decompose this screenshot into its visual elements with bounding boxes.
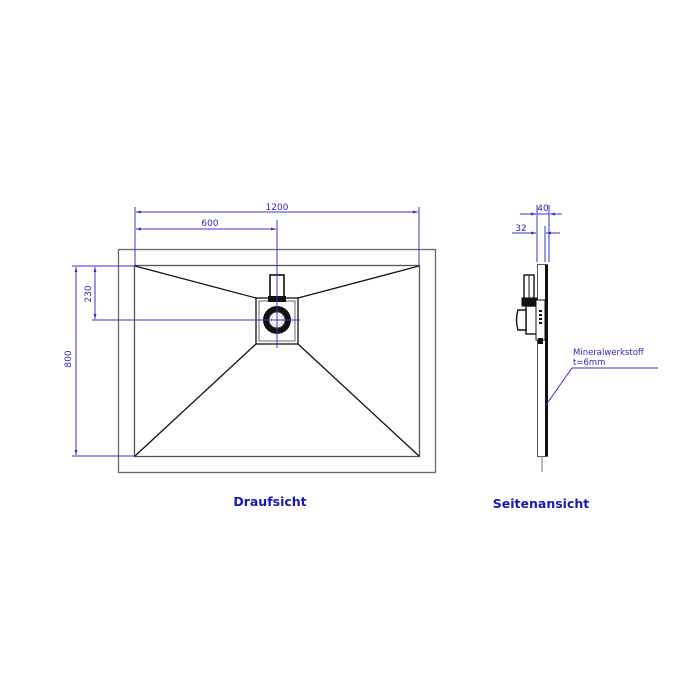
material-note-line2: t=6mm <box>573 358 605 368</box>
side-drain-assembly <box>515 274 546 344</box>
dimension-depth-label: 800 <box>64 350 74 367</box>
dimension-total-thickness-label: 40 <box>537 204 549 214</box>
centerlines <box>92 220 300 348</box>
mineral-surface-layer <box>545 265 548 456</box>
side-view: 40 32 Mineralwerkstoff t=6mm Seitenansic… <box>493 204 658 511</box>
dimension-drain-y-label: 230 <box>84 285 94 302</box>
dimension-width-label: 1200 <box>266 203 289 213</box>
side-view-title: Seitenansicht <box>493 496 589 511</box>
dimension-width <box>134 207 420 265</box>
dimension-tray-thickness <box>512 226 560 262</box>
material-leader <box>545 367 658 406</box>
dimension-drain-x-label: 600 <box>201 219 218 229</box>
dimension-tray-thickness-label: 32 <box>515 224 526 234</box>
material-note-line1: Mineralwerkstoff <box>573 348 645 358</box>
top-view-title: Draufsicht <box>233 494 306 509</box>
dimension-depth <box>72 265 134 457</box>
slope-lines <box>134 265 420 457</box>
top-view: 1200 600 800 230 Draufsicht <box>64 203 437 509</box>
